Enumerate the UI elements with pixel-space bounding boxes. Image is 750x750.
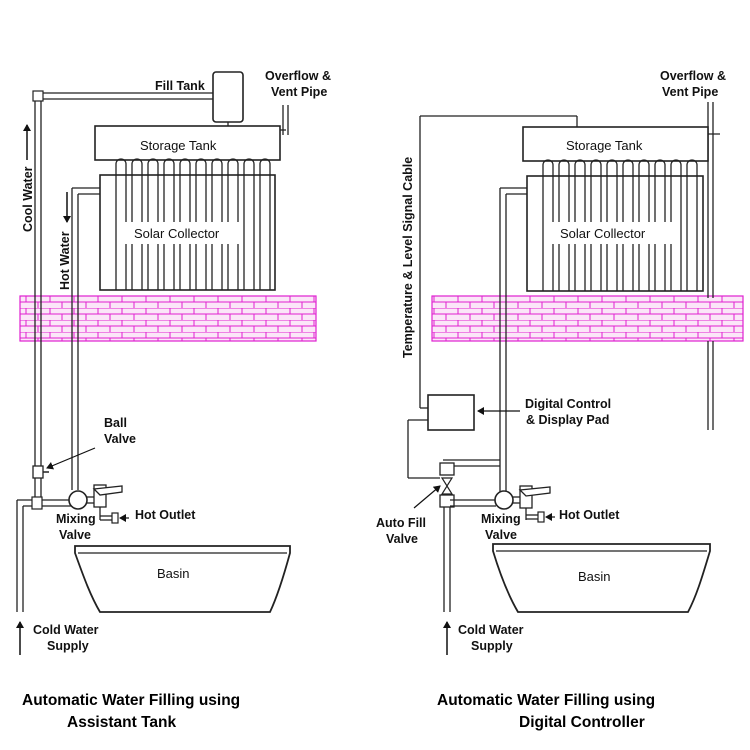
cold-water-supply-label-1: Cold Water [33, 623, 99, 637]
hot-water-pipe [71, 187, 100, 490]
digital-control-pad [427, 394, 475, 431]
overflow-vent-label-1: Overflow & [660, 69, 726, 83]
collector-tube-loops [542, 159, 698, 176]
hot-outlet-label: Hot Outlet [135, 508, 196, 522]
auto-fill-valve [439, 459, 500, 508]
fill-tank-label: Fill Tank [155, 79, 205, 93]
ball-valve-pointer [46, 447, 96, 470]
basin-label: Basin [157, 566, 190, 581]
control-cable [407, 419, 440, 479]
solar-heater-diagrams: Fill Tank Overflow & Vent Pipe Storage T… [16, 69, 744, 655]
left-caption: Automatic Water Filling using Assistant … [22, 690, 282, 734]
mixing-valve-label-2: Valve [485, 528, 517, 542]
cool-water-label: Cool Water [21, 166, 35, 232]
storage-tank-label: Storage Tank [140, 138, 217, 153]
solar-collector-label: Solar Collector [134, 226, 220, 241]
digital-control-label-2: & Display Pad [526, 413, 609, 427]
storage-tank [522, 126, 709, 162]
right-caption: Automatic Water Filling using Digital Co… [437, 690, 707, 734]
hot-outlet-label: Hot Outlet [559, 508, 620, 522]
mixing-valve [494, 485, 555, 523]
ball-valve-label-2: Valve [104, 432, 136, 446]
right-caption-line-1: Automatic Water Filling using [437, 692, 656, 709]
overflow-vent-label-1: Overflow & [265, 69, 331, 83]
basin [492, 543, 711, 613]
mixing-valve [68, 484, 129, 524]
hot-water-label: Hot Water [58, 231, 72, 290]
storage-tank-label: Storage Tank [566, 138, 643, 153]
fill-tank [212, 71, 244, 130]
auto-fill-valve-label-1: Auto Fill [376, 516, 426, 530]
cool-water-pipe [32, 90, 215, 500]
mixing-valve-label-2: Valve [59, 528, 91, 542]
overflow-vent-label-2: Vent Pipe [662, 85, 718, 99]
mixing-valve-label-1: Mixing [481, 512, 521, 526]
collector-tube-loops [115, 158, 271, 175]
ball-valve-label-1: Ball [104, 416, 127, 430]
cold-supply-pipe [16, 496, 72, 612]
roof-brick-wall [19, 295, 317, 342]
cold-water-supply-label-2: Supply [471, 639, 513, 653]
solar-collector [526, 175, 704, 292]
cold-water-supply-label-1: Cold Water [458, 623, 524, 637]
basin-label: Basin [578, 569, 611, 584]
basin [74, 545, 291, 613]
auto-fill-valve-label-2: Valve [386, 532, 418, 546]
auto-fill-pointer [413, 485, 441, 509]
right-caption-line-2: Digital Controller [519, 714, 645, 731]
left-caption-line-2: Assistant Tank [67, 714, 177, 731]
left-diagram: Fill Tank Overflow & Vent Pipe Storage T… [16, 69, 331, 655]
roof-brick-wall [431, 295, 744, 342]
cold-water-supply-label-2: Supply [47, 639, 89, 653]
signal-cable [419, 115, 578, 409]
digital-control-label-1: Digital Control [525, 397, 611, 411]
mixing-valve-label-1: Mixing [56, 512, 96, 526]
cold-supply-pipe [443, 499, 496, 612]
signal-cable-label: Temperature & Level Signal Cable [401, 157, 415, 358]
right-diagram: Overflow & Vent Pipe Storage Tank Solar … [376, 69, 744, 655]
feed-pipes [499, 187, 527, 492]
ball-valve [32, 465, 49, 479]
overflow-vent-label-2: Vent Pipe [271, 85, 327, 99]
left-caption-line-1: Automatic Water Filling using [22, 692, 241, 709]
solar-collector-label: Solar Collector [560, 226, 646, 241]
solar-collector [99, 174, 276, 291]
